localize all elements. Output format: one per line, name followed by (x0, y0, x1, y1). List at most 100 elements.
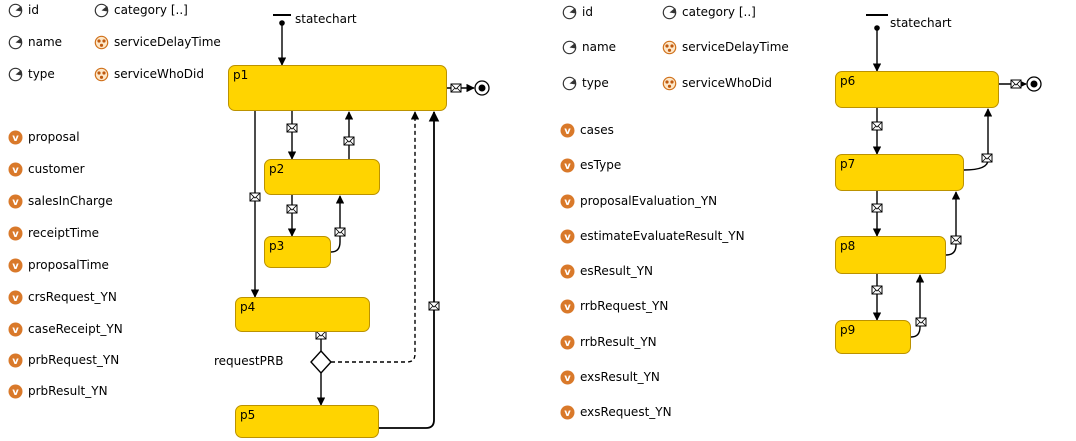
svg-text:v: v (12, 293, 19, 304)
param-label: name (582, 40, 617, 54)
state-p5[interactable]: p5 (235, 405, 379, 438)
state-label: p8 (840, 239, 856, 253)
entry-dot (279, 20, 285, 26)
state-p7[interactable]: p7 (835, 154, 964, 191)
param-type[interactable]: type (8, 64, 55, 84)
message-icon (286, 123, 298, 133)
variable-label: prbRequest_YN (28, 353, 120, 367)
message-icon (450, 83, 462, 93)
param-serviceWhoDid[interactable]: serviceWhoDid (94, 64, 204, 84)
param-name[interactable]: name (562, 37, 616, 57)
variable-label: estimateEvaluateResult_YN (580, 229, 745, 243)
param-category[interactable]: category [..] (662, 2, 756, 22)
variable-proposalTime[interactable]: v proposalTime (8, 255, 109, 275)
transition-p7-p6[interactable] (963, 108, 993, 171)
param-label: serviceDelayTime (114, 35, 221, 49)
transition-p9-p8[interactable] (910, 274, 925, 338)
message-icon (915, 317, 927, 327)
state-p3[interactable]: p3 (264, 236, 331, 268)
variable-proposalEvaluation_YN[interactable]: v proposalEvaluation_YN (560, 191, 717, 211)
state-p2[interactable]: p2 (264, 159, 380, 195)
variable-icon: v (8, 194, 23, 209)
message-icon (286, 204, 298, 214)
message-icon (981, 153, 993, 163)
variable-label: rrbResult_YN (580, 335, 657, 349)
branch-label: requestPRB (214, 354, 284, 368)
variable-icon: v (8, 226, 23, 241)
svg-text:v: v (12, 165, 19, 176)
param-id[interactable]: id (562, 2, 593, 22)
variable-icon: v (560, 335, 575, 350)
variable-icon: v (560, 405, 575, 420)
svg-text:v: v (564, 408, 571, 419)
variable-label: crsRequest_YN (28, 290, 117, 304)
message-icon (871, 203, 883, 213)
parameter-icon (662, 5, 677, 20)
variable-icon: v (560, 264, 575, 279)
transition-p3-p2[interactable] (330, 195, 345, 253)
svg-text:v: v (12, 261, 19, 272)
variable-rrbResult_YN[interactable]: v rrbResult_YN (560, 332, 657, 352)
message-icon (315, 330, 327, 340)
entry-dot (874, 25, 880, 31)
message-icon (428, 301, 440, 311)
variable-icon: v (8, 258, 23, 273)
variable-salesInCharge[interactable]: v salesInCharge (8, 191, 113, 211)
variable-estimateEvaluateResult_YN[interactable]: v estimateEvaluateResult_YN (560, 226, 745, 246)
variable-proposal[interactable]: v proposal (8, 127, 80, 147)
state-label: p7 (840, 157, 856, 171)
svg-text:v: v (564, 161, 571, 172)
param-name[interactable]: name (8, 32, 62, 52)
variable-crsRequest_YN[interactable]: v crsRequest_YN (8, 287, 117, 307)
svg-text:v: v (564, 373, 571, 384)
parameter-icon (562, 5, 577, 20)
state-label: p3 (269, 239, 285, 253)
variable-icon: v (8, 130, 23, 145)
parameter-icon (8, 67, 23, 82)
param-category[interactable]: category [..] (94, 0, 188, 20)
variable-icon: v (8, 353, 23, 368)
message-icon (871, 285, 883, 295)
variable-esResult_YN[interactable]: v esResult_YN (560, 261, 653, 281)
variable-label: esResult_YN (580, 264, 654, 278)
message-icon (1010, 79, 1022, 89)
param-type[interactable]: type (562, 73, 609, 93)
variable-prbRequest_YN[interactable]: v prbRequest_YN (8, 350, 119, 370)
variable-rrbRequest_YN[interactable]: v rrbRequest_YN (560, 296, 668, 316)
variable-label: salesInCharge (28, 194, 113, 208)
variable-customer[interactable]: v customer (8, 159, 85, 179)
final-state[interactable] (474, 80, 490, 96)
state-p9[interactable]: p9 (835, 320, 911, 354)
param-id[interactable]: id (8, 0, 39, 20)
state-p6[interactable]: p6 (835, 71, 999, 108)
branch-diamond[interactable] (310, 349, 332, 375)
state-p8[interactable]: p8 (835, 236, 946, 274)
variable-receiptTime[interactable]: v receiptTime (8, 223, 99, 243)
param-label: id (582, 5, 593, 19)
variable-prbResult_YN[interactable]: v prbResult_YN (8, 381, 108, 401)
param-label: type (582, 76, 609, 90)
statechart-label: statechart (890, 16, 952, 30)
variable-icon: v (560, 123, 575, 138)
state-label: p6 (840, 74, 856, 88)
param-serviceDelayTime[interactable]: serviceDelayTime (662, 37, 789, 57)
final-state[interactable] (1026, 76, 1042, 92)
variable-icon: v (560, 229, 575, 244)
param-serviceWhoDid[interactable]: serviceWhoDid (662, 73, 772, 93)
message-icon (343, 136, 355, 146)
variable-cases[interactable]: v cases (560, 120, 614, 140)
variable-exsRequest_YN[interactable]: v exsRequest_YN (560, 402, 672, 422)
variable-exsResult_YN[interactable]: v exsResult_YN (560, 367, 660, 387)
param-label: category [..] (682, 5, 756, 19)
variable-label: receiptTime (28, 226, 100, 240)
parameter-icon (94, 3, 109, 18)
state-p4[interactable]: p4 (235, 297, 370, 332)
transition-p5-p1[interactable] (379, 110, 440, 429)
param-serviceDelayTime[interactable]: serviceDelayTime (94, 32, 221, 52)
svg-text:v: v (12, 197, 19, 208)
svg-text:v: v (564, 232, 571, 243)
state-p1[interactable]: p1 (228, 65, 447, 111)
variable-esType[interactable]: v esType (560, 155, 621, 175)
transition-p8-p7[interactable] (945, 191, 961, 256)
variable-caseReceipt_YN[interactable]: v caseReceipt_YN (8, 319, 123, 339)
